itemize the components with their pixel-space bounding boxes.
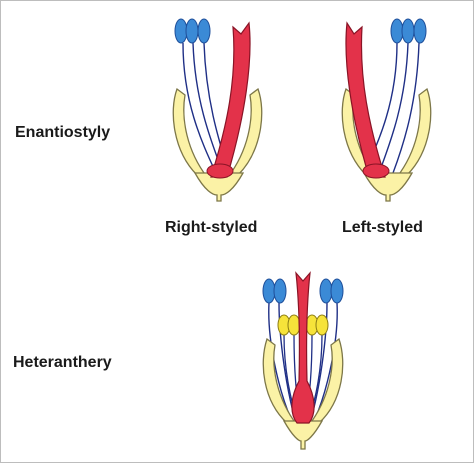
label-right-styled: Right-styled	[165, 219, 258, 236]
ovary	[206, 163, 234, 179]
anther-blue	[390, 18, 404, 44]
anther-blue	[262, 278, 276, 304]
anther-yellow	[287, 314, 301, 336]
receptacle	[282, 420, 324, 450]
anther-yellow	[315, 314, 329, 336]
receptacle	[362, 172, 414, 202]
anther-blue	[273, 278, 287, 304]
anther-blue	[413, 18, 427, 44]
label-heteranthery: Heteranthery	[13, 354, 112, 371]
anther-blue	[174, 18, 188, 44]
anther-blue	[319, 278, 333, 304]
filament	[378, 42, 409, 174]
label-left-styled: Left-styled	[342, 219, 423, 236]
anther-blue	[185, 18, 199, 44]
anther-blue	[330, 278, 344, 304]
flower-left-styled	[341, 18, 432, 202]
flower-right-styled	[172, 18, 263, 202]
ovary	[362, 163, 390, 179]
receptacle	[193, 172, 245, 202]
filament	[182, 42, 217, 174]
anther-blue	[401, 18, 415, 44]
anther-blue	[197, 18, 211, 44]
label-enantiostyly: Enantiostyly	[15, 124, 111, 141]
flower-heteranthery	[262, 271, 344, 450]
style-red	[291, 271, 315, 424]
filament	[392, 42, 420, 174]
petal	[395, 87, 432, 178]
